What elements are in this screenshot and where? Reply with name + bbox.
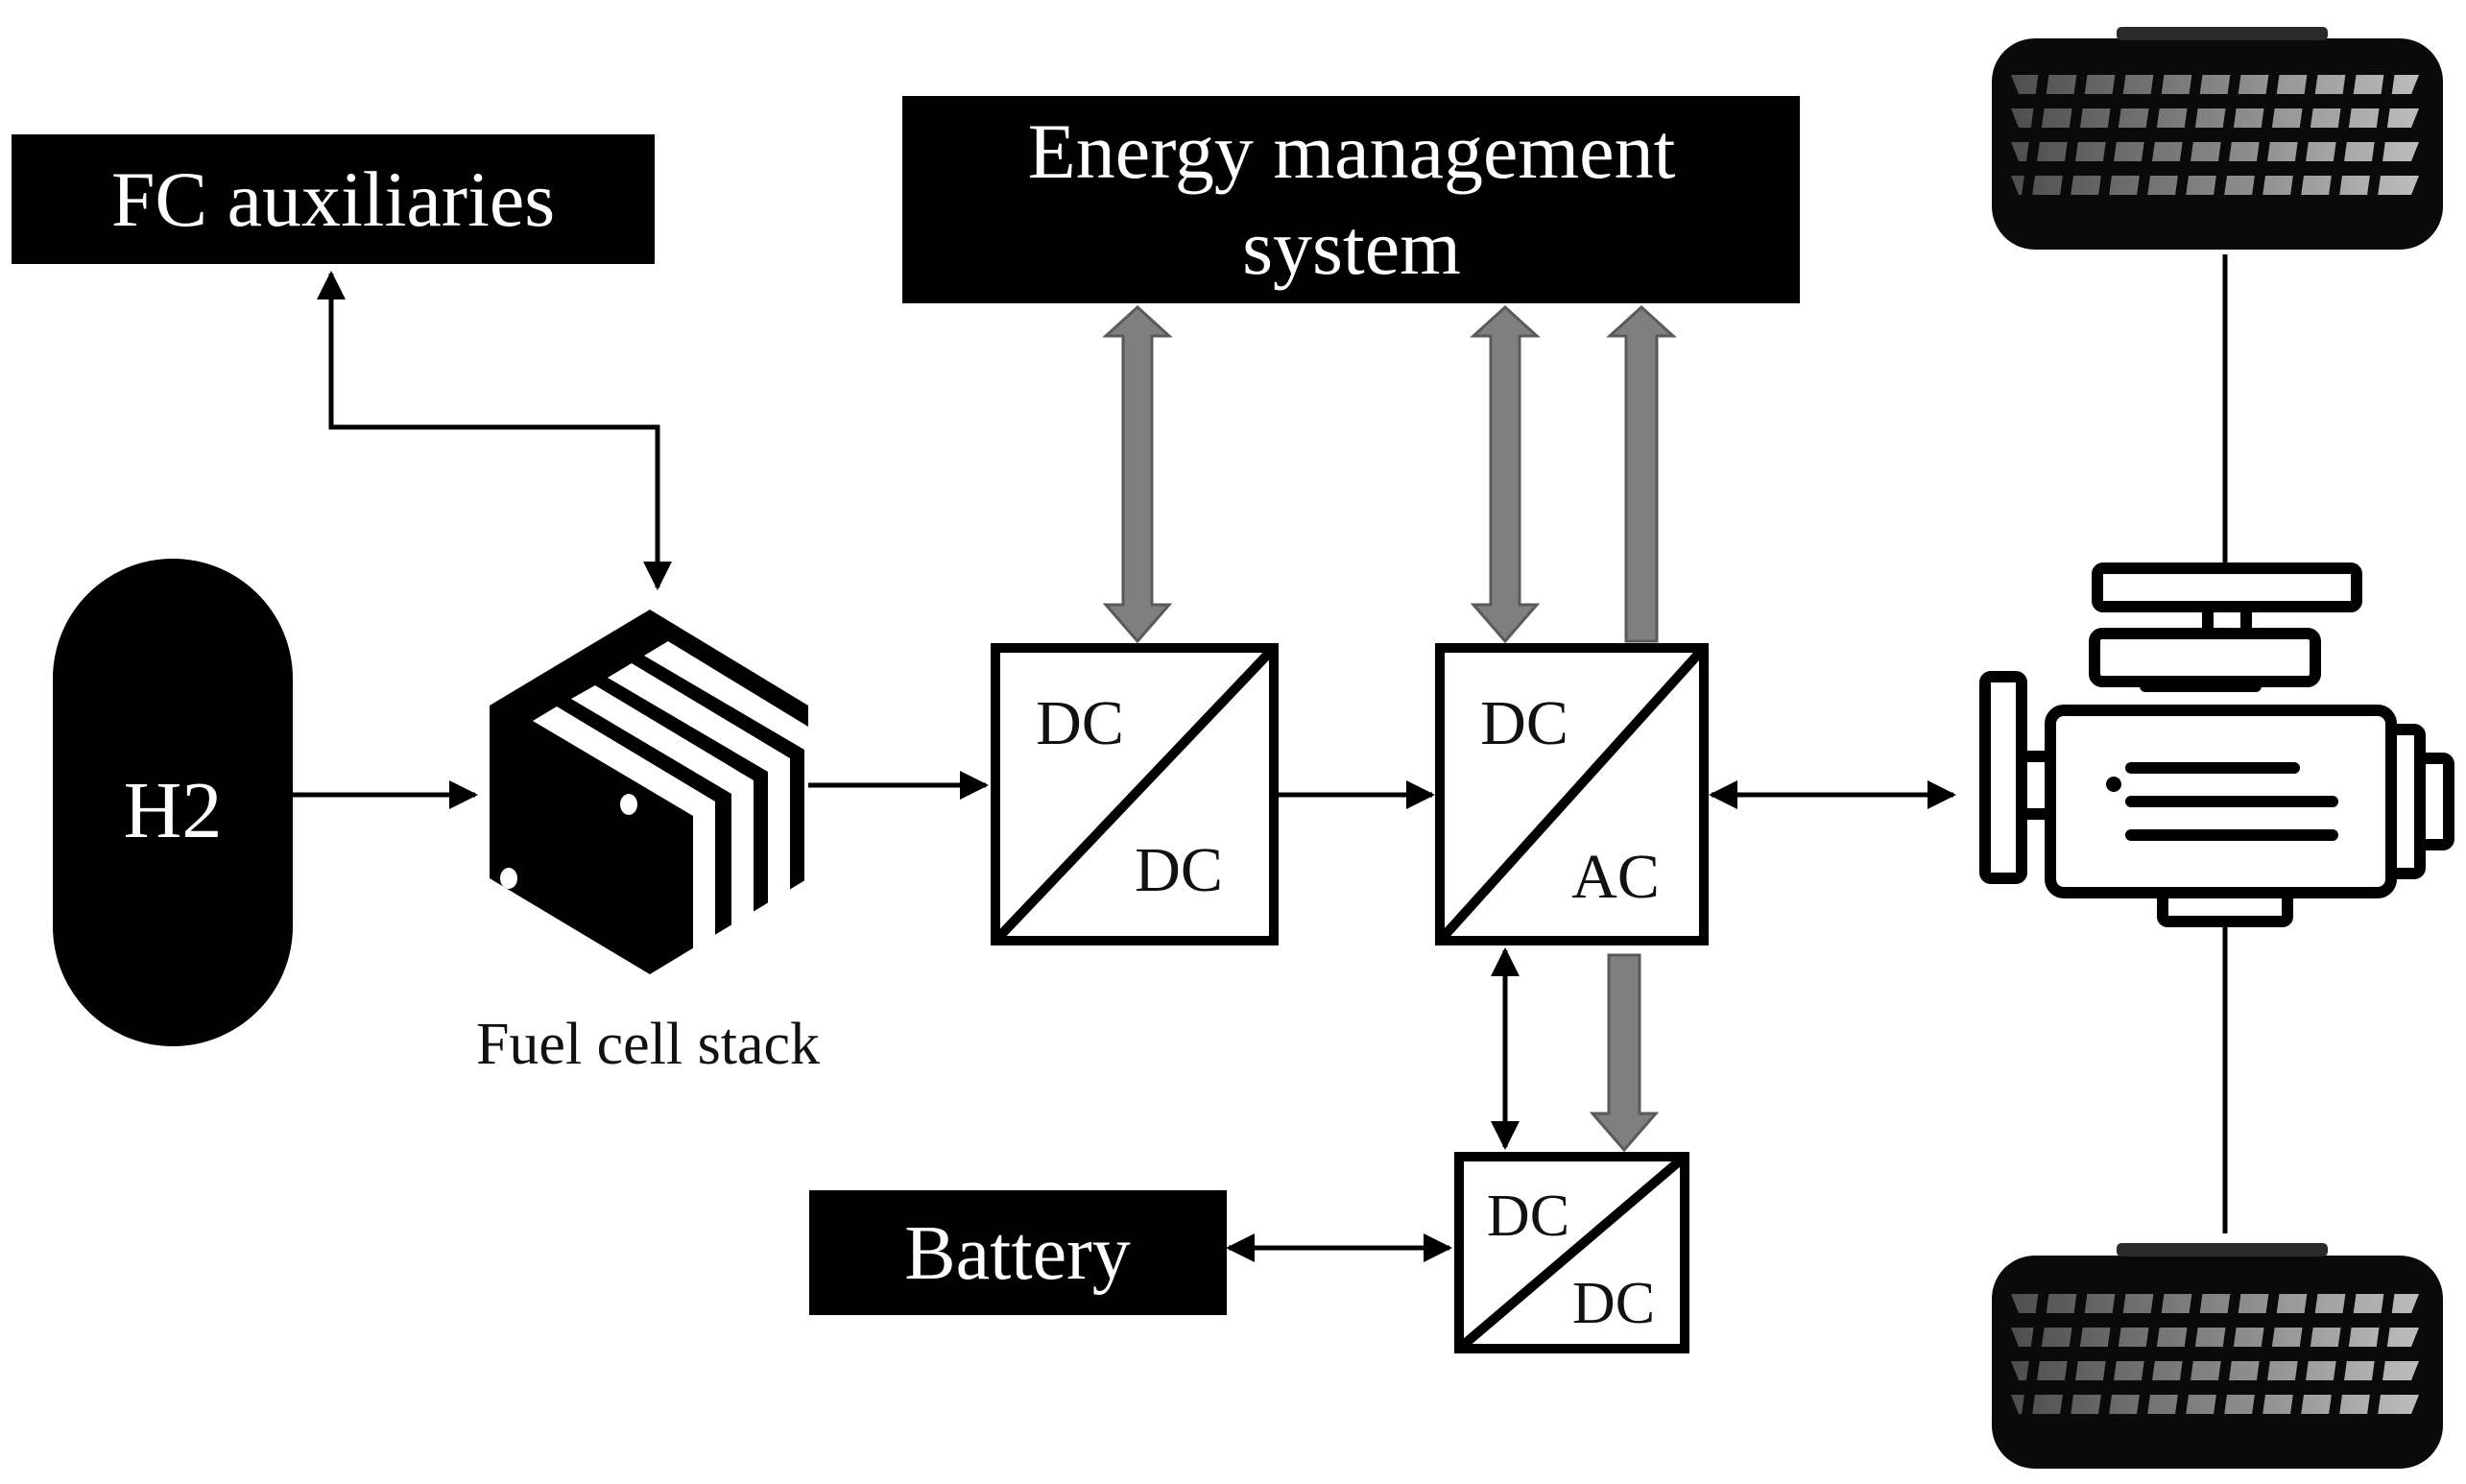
fuel-cell-stack-icon: [490, 610, 808, 974]
signal-ems-inverter: [1470, 304, 1541, 644]
ems-label-line1: Energy management: [1028, 108, 1676, 195]
h2-label: H2: [124, 766, 223, 855]
fc-auxiliaries-label: FC auxiliaries: [111, 156, 555, 243]
motor-bolt: [2106, 777, 2121, 792]
fc-converter-bottom-label: DC: [1135, 835, 1223, 905]
battery-converter-bottom-label: DC: [1572, 1271, 1655, 1336]
energy-management-system-block: Energy management system: [902, 96, 1800, 303]
signal-ems-fc-dcdc: [1102, 304, 1173, 644]
fc-dcdc-converter: DC DC: [991, 643, 1279, 945]
signal-ems-battery-dcdc: [1589, 953, 1660, 1153]
tire-icon: [1987, 1233, 2448, 1473]
battery-label: Battery: [904, 1211, 1130, 1296]
fc-auxiliaries-block: FC auxiliaries: [12, 134, 655, 264]
battery-block: Battery: [809, 1190, 1227, 1315]
inverter-bottom-label: AC: [1571, 842, 1660, 912]
battery-dcdc-converter: DC DC: [1454, 1152, 1689, 1353]
electric-motor-icon: [1979, 562, 2454, 927]
signal-inverter-to-ems: [1606, 304, 1677, 643]
h2-tank: H2: [53, 559, 293, 1046]
inverter-top-label: DC: [1480, 688, 1568, 758]
arrow-fuel-cell-auxiliaries: [317, 271, 672, 590]
motor-cooling-fins: [2125, 681, 2338, 841]
fc-converter-top-label: DC: [1036, 688, 1124, 758]
power-flow-connections: [293, 271, 1956, 1262]
signal-arrows: [1102, 304, 1677, 1153]
tire-icon: [1987, 19, 2448, 254]
battery-converter-top-label: DC: [1487, 1184, 1569, 1249]
dcac-inverter: DC AC: [1435, 643, 1709, 945]
ems-label-line2: system: [1242, 203, 1461, 291]
fuel-cell-caption: Fuel cell stack: [476, 1012, 820, 1077]
